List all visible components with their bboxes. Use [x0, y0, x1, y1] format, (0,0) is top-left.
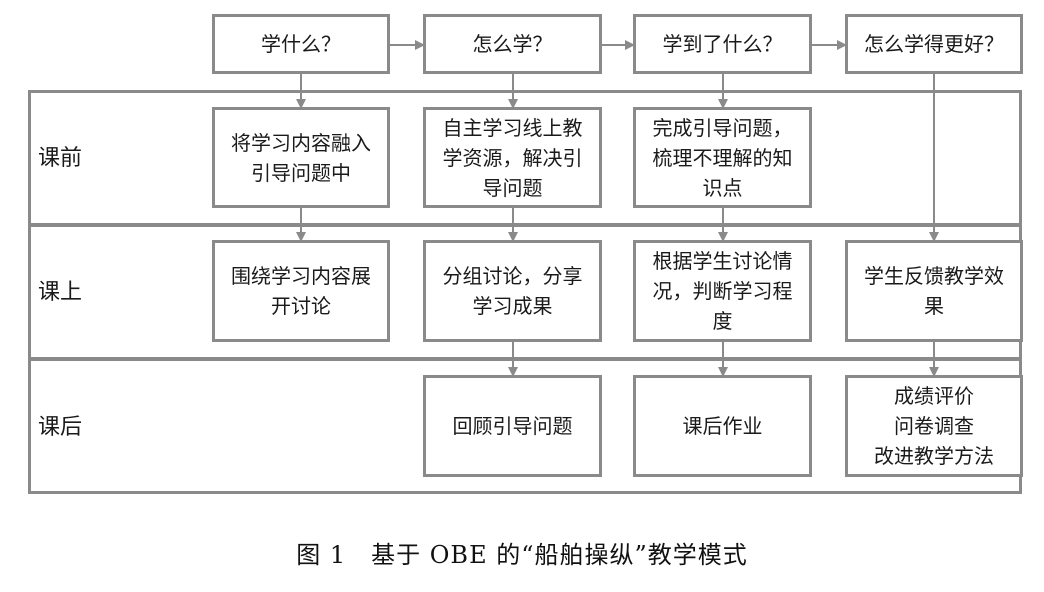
header-box-what: 学什么？ — [212, 14, 390, 74]
band-label-after: 课后 — [38, 415, 83, 440]
cell-before-3: 完成引导问题， 梳理不理解的知 识点 — [633, 107, 812, 208]
cell-before-1: 将学习内容融入 引导问题中 — [212, 107, 390, 208]
cell-after-2: 回顾引导问题 — [423, 375, 602, 477]
cell-during-3: 根据学生讨论情 况，判断学习程 度 — [633, 240, 812, 342]
header-box-how: 怎么学？ — [423, 14, 602, 74]
cell-after-3: 课后作业 — [633, 375, 812, 477]
cell-during-2: 分组讨论，分享 学习成果 — [423, 240, 602, 342]
cell-after-4: 成绩评价 问卷调查 改进教学方法 — [845, 375, 1023, 477]
header-box-learned: 学到了什么？ — [633, 14, 812, 74]
cell-before-2: 自主学习线上教 学资源，解决引 导问题 — [423, 107, 602, 208]
band-label-during: 课上 — [38, 280, 83, 305]
cell-during-1: 围绕学习内容展 开讨论 — [212, 240, 390, 342]
band-label-before: 课前 — [38, 146, 83, 171]
header-box-better: 怎么学得更好？ — [845, 14, 1023, 74]
cell-during-4: 学生反馈教学效 果 — [845, 240, 1023, 342]
figure-caption: 图 1 基于 OBE 的“船舶操纵”教学模式 — [296, 541, 748, 569]
